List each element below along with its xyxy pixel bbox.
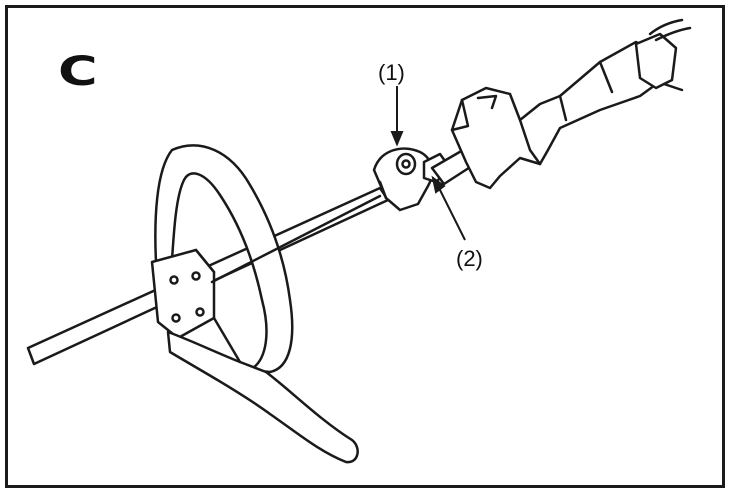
handle-loop: [154, 144, 294, 374]
coupling-joint: [372, 147, 434, 212]
throttle-housing: [450, 40, 664, 190]
leader-arrow-1: [390, 131, 404, 147]
handle-clamp: [150, 248, 216, 340]
figure-letter: C: [58, 49, 98, 95]
callout-label-1: (1): [378, 60, 405, 85]
cable: [648, 18, 684, 36]
cable-clamp: [634, 32, 678, 90]
leader-line-2: [435, 181, 466, 241]
leader-arrow-2: [431, 175, 446, 194]
callout-label-2: (2): [456, 246, 483, 271]
